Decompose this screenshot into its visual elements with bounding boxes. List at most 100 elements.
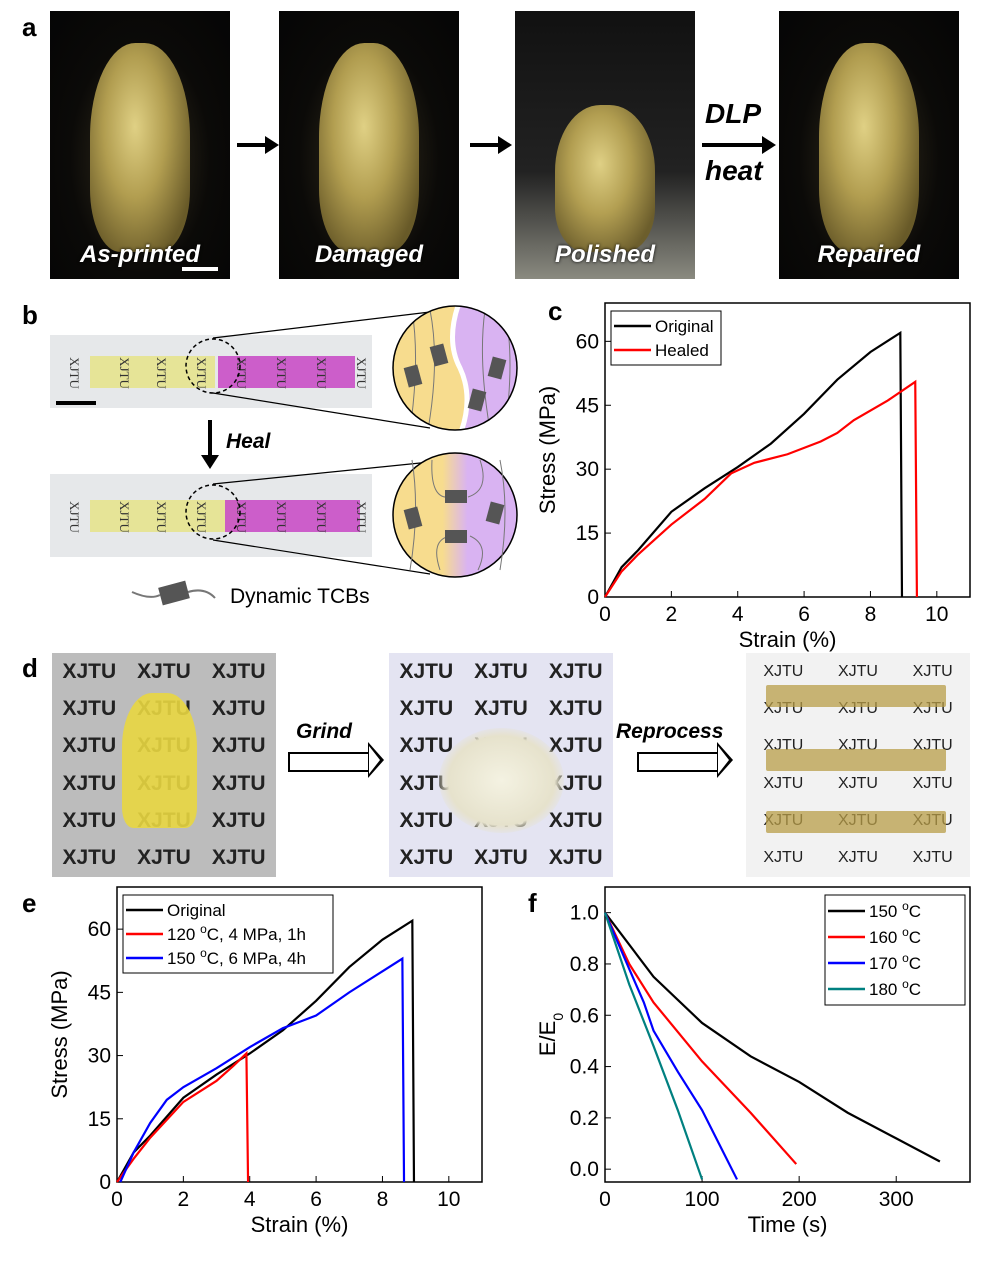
- scale-bar: [182, 267, 218, 271]
- fox-model: [318, 43, 420, 253]
- xjtu-text: XJTU: [548, 696, 603, 720]
- zoom-circle-healed: [185, 452, 518, 578]
- series-line-1: [116, 1050, 250, 1183]
- x-tick-label: 6: [310, 1188, 322, 1211]
- panel-label-a: a: [22, 12, 37, 42]
- y-tick-label: 30: [576, 458, 599, 481]
- reprocessed-specimen: [766, 811, 946, 833]
- x-tick-label: 8: [865, 603, 877, 626]
- scale-bar: [56, 401, 96, 405]
- series-line-1: [604, 379, 919, 598]
- xjtu-text: XJTU: [548, 659, 603, 683]
- photo-polished: Polished: [515, 11, 695, 279]
- x-axis-label: Strain (%): [251, 1212, 349, 1237]
- xjtu-text: XJTU: [211, 696, 266, 720]
- xjtu-text: XJTU: [548, 846, 603, 870]
- photo-as-printed: As-printed: [50, 11, 230, 279]
- series-line-2: [119, 956, 406, 1183]
- x-tick-label: 4: [732, 603, 744, 626]
- xjtu-text: XJTU: [211, 846, 266, 870]
- heat-label: heat: [705, 155, 763, 186]
- xjtu-text: XJTU: [137, 659, 191, 683]
- photo-repaired: Repaired: [779, 11, 959, 279]
- healing-schematic: [131, 305, 518, 606]
- xjtu-text: XJTU: [912, 662, 953, 680]
- y-tick-label: 0.6: [570, 1004, 599, 1027]
- xjtu-text: XJTU: [399, 696, 454, 720]
- panel-label-b: b: [22, 300, 38, 330]
- series-line-3: [603, 912, 704, 1180]
- xjtu-text: XJTU: [912, 849, 953, 867]
- y-axis-label: Stress (MPa): [535, 386, 560, 514]
- xjtu-text: XJTU: [763, 774, 804, 792]
- xjtu-text: XJTU: [211, 808, 266, 832]
- magenta-specimen: [225, 499, 360, 532]
- arrow-icon: [470, 136, 512, 154]
- xjtu-text: XJTU: [137, 846, 191, 870]
- y-tick-label: 0.4: [570, 1056, 600, 1079]
- plot-frame: [604, 886, 971, 1183]
- x-tick-label: 0: [599, 603, 611, 626]
- x-tick-label: 8: [377, 1188, 389, 1211]
- y-tick-label: 45: [576, 394, 599, 417]
- x-tick-label: 2: [666, 603, 678, 626]
- dynamic-tcbs-label: Dynamic TCBs: [230, 585, 370, 608]
- reprocessed-specimen: [766, 749, 946, 771]
- series-line-0: [604, 911, 941, 1163]
- y-tick-label: 60: [576, 330, 599, 353]
- photo-caption: As-printed: [80, 241, 200, 268]
- xjtu-text: XJTU: [763, 662, 804, 680]
- yellow-specimen: [90, 355, 215, 388]
- photo-damaged: Damaged: [279, 11, 459, 279]
- plot-frame: [604, 302, 971, 598]
- legend-label: 150 oC, 6 MPa, 4h: [167, 946, 306, 968]
- dynamic-tcb-legend-icon: [131, 580, 216, 606]
- x-tick-label: 4: [244, 1188, 256, 1211]
- xjtu-text: XJTU: [62, 808, 117, 832]
- xjtu-text: XJTU: [837, 662, 878, 680]
- x-axis-label: Strain (%): [739, 627, 837, 652]
- xjtu-text: XJTU: [912, 774, 953, 792]
- heal-label: Heal: [226, 430, 271, 453]
- legend-label: Original: [167, 901, 226, 920]
- xjtu-text: XJTU: [837, 774, 878, 792]
- panel-label-c: c: [548, 296, 563, 326]
- xjtu-text: XJTU: [837, 849, 878, 867]
- panel-label-e: e: [22, 888, 37, 918]
- y-tick-label: 0.8: [570, 953, 599, 976]
- legend-label: 150 oC: [869, 899, 921, 921]
- fox-photo: XJTU XJTU XJTU XJTU XJTU XJTU XJTU XJTU XJTU XJTU…: [52, 653, 276, 877]
- legend-label: 160 oC: [869, 925, 921, 947]
- y-axis-label: Stress (MPa): [47, 970, 72, 1098]
- y-tick-label: 15: [88, 1108, 111, 1131]
- legend-box: [824, 894, 966, 1006]
- fox-model: [554, 104, 656, 253]
- series-line-2: [603, 912, 739, 1180]
- legend-label: Healed: [655, 341, 709, 360]
- legend-label: 180 oC: [869, 977, 921, 999]
- dlp-label: DLP: [705, 98, 761, 129]
- legend-box: [610, 310, 722, 366]
- xjtu-text: XJTU: [399, 808, 454, 832]
- xjtu-text: XJTU: [62, 659, 117, 683]
- y-tick-label: 30: [88, 1045, 111, 1068]
- powder-pile: [439, 728, 564, 833]
- xjtu-text: XJTU: [211, 734, 266, 758]
- xjtu-text: XJTU: [399, 846, 454, 870]
- xjtu-text: XJTU: [399, 659, 454, 683]
- legend-label: Original: [655, 317, 714, 336]
- x-tick-label: 100: [685, 1188, 720, 1211]
- fox-model: [89, 43, 191, 253]
- xjtu-text: XJTU: [474, 696, 528, 720]
- xjtu-text: XJTU: [62, 771, 117, 795]
- xjtu-text: XJTU: [474, 846, 528, 870]
- xjtu-text: XJTU: [62, 696, 117, 720]
- x-tick-label: 6: [798, 603, 810, 626]
